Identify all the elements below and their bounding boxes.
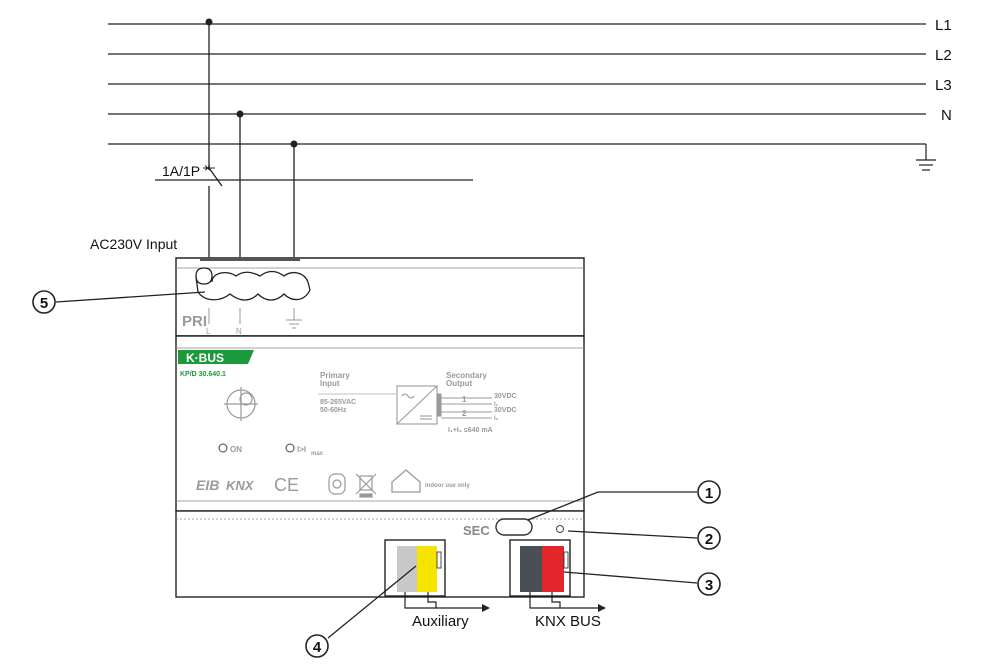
terminal-n-label: N (236, 327, 242, 336)
kbus-badge (178, 350, 254, 364)
aux-arrow-icon (482, 604, 490, 612)
svg-text:2: 2 (705, 531, 713, 548)
output-2-number: 2 (462, 409, 467, 418)
label-l2: L2 (935, 47, 952, 64)
svg-text:×: × (204, 161, 211, 175)
output-arrows (404, 592, 598, 609)
svg-text:4: 4 (313, 639, 322, 656)
drop-wires (208, 22, 295, 258)
label-l1: L1 (935, 17, 952, 34)
callout-leaders (55, 291, 698, 639)
knx-arrow-icon (598, 604, 606, 612)
bus-lines (108, 23, 926, 145)
transformer-symbol-icon (224, 387, 258, 421)
eib-logo: EIB (196, 477, 219, 493)
knx-logo: KNX (226, 478, 255, 493)
sec-button[interactable] (495, 518, 533, 536)
safety-icon (328, 473, 346, 495)
on-led-icon (218, 443, 228, 453)
sec-label: SEC (463, 523, 490, 538)
on-label: ON (230, 445, 242, 454)
weee-bin-icon (355, 473, 377, 498)
svg-text:3: 3 (705, 577, 713, 594)
knx-bus-connector (509, 539, 571, 597)
primary-frequency: 50-60Hz (320, 407, 347, 414)
svg-text:1: 1 (705, 485, 713, 502)
output-1-current: I₁ (494, 402, 499, 408)
model-number: KP/D 30.640.1 (180, 371, 226, 378)
auxiliary-label: Auxiliary (412, 613, 469, 630)
ground-icon (916, 144, 936, 171)
junction-dot-l1 (205, 18, 213, 26)
secondary-title-2: Output (446, 379, 473, 388)
junction-dot-n (236, 110, 244, 118)
pri-label: PRI (182, 313, 207, 330)
terminal-l-label: L (206, 327, 211, 336)
output-2-current: I₂ (494, 416, 499, 422)
current-limit: I₁+I₂ ≤640 mA (448, 427, 493, 434)
knx-bus-label: KNX BUS (535, 613, 601, 630)
primary-title-1: Primary (320, 371, 350, 380)
input-label: AC230V Input (90, 236, 177, 252)
primary-voltage: 85-265VAC (320, 399, 356, 406)
primary-title-2: Input (320, 379, 340, 388)
callout-3: 3 (697, 572, 721, 596)
breaker-switch-icon (155, 167, 473, 187)
callout-5: 5 (32, 290, 56, 314)
indoor-use-label: indoor use only (425, 483, 470, 489)
indoor-home-icon (391, 469, 421, 493)
callout-2: 2 (697, 526, 721, 550)
auxiliary-connector (384, 539, 446, 597)
imax-label: I>I (297, 445, 306, 454)
converter-icon (396, 385, 492, 425)
breaker-label: 1A/1P (162, 163, 200, 179)
status-led-icon (556, 525, 564, 533)
secondary-title-1: Secondary (446, 371, 487, 380)
callout-1: 1 (697, 480, 721, 504)
output-2-voltage: 30VDC (494, 407, 517, 414)
primary-terminal-block (195, 257, 311, 301)
label-n: N (941, 107, 952, 124)
callout-4: 4 (305, 634, 329, 658)
imax-sub: max (311, 451, 324, 457)
svg-text:5: 5 (40, 295, 48, 312)
ce-logo: CE (274, 475, 299, 495)
kbus-brand: K·BUS (186, 351, 224, 365)
output-1-voltage: 30VDC (494, 393, 517, 400)
junction-dot-pe (290, 140, 298, 148)
output-1-number: 1 (462, 395, 467, 404)
label-l3: L3 (935, 77, 952, 94)
overload-led-icon (285, 443, 295, 453)
